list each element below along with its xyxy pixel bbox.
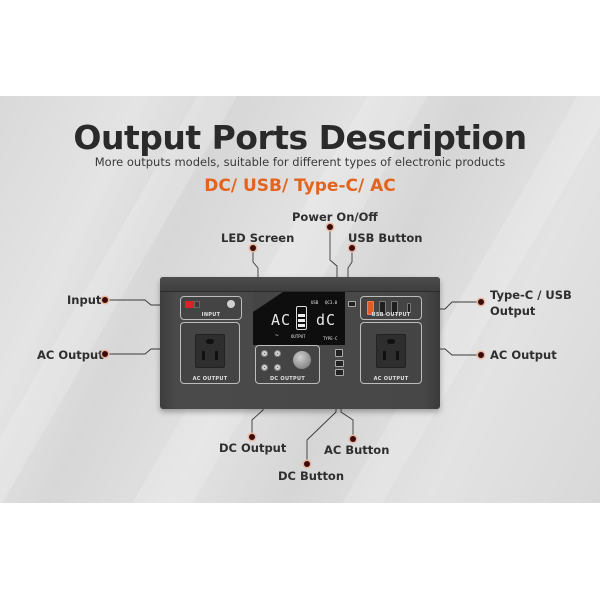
callout-led-screen: LED Screen — [221, 231, 295, 245]
anderson-port-black — [194, 301, 200, 308]
callout-dot — [349, 245, 355, 251]
ports-heading: DC/ USB/ Type-C/ AC — [204, 176, 396, 196]
dc-button[interactable] — [335, 360, 344, 367]
callout-dot — [304, 461, 310, 467]
ac-output-panel-left: AC OUTPUT — [180, 322, 240, 384]
usb-output-panel: USB OUTPUT — [360, 296, 422, 320]
callout-ac-button: AC Button — [324, 443, 390, 457]
lcd-usb-label: USB — [311, 300, 319, 305]
dc-port — [261, 364, 268, 371]
dc-port — [274, 364, 281, 371]
callout-dot — [102, 351, 108, 357]
callout-typec-usb: Type-C / USB — [490, 288, 572, 302]
anderson-port-red — [185, 301, 194, 308]
callout-dot — [250, 245, 256, 251]
cigarette-lighter-port — [293, 351, 311, 369]
ac-output-panel-right: AC OUTPUT — [360, 322, 422, 384]
lcd-ac-symbol: ~ — [275, 332, 279, 339]
dc-output-panel: DC OUTPUT — [255, 345, 320, 384]
usb-port — [391, 301, 398, 315]
lcd-dc-text: dC — [316, 311, 337, 329]
callout-dot — [327, 224, 333, 230]
callout-dc-output: DC Output — [219, 441, 287, 455]
callout-input: Input — [67, 293, 102, 307]
usb-port — [379, 301, 386, 315]
usb-output-label: USB OUTPUT — [371, 312, 411, 318]
usb-button[interactable] — [348, 301, 356, 307]
power-button[interactable] — [335, 349, 343, 357]
callout-ac-output-right: AC Output — [490, 348, 557, 362]
dc-output-label: DC OUTPUT — [269, 376, 306, 382]
dc-port — [261, 350, 268, 357]
dc-input-port — [227, 300, 235, 308]
input-panel: INPUT — [180, 296, 242, 320]
callout-power: Power On/Off — [292, 210, 378, 224]
input-panel-label: INPUT — [201, 312, 221, 318]
callout-typec-usb-2: Output — [490, 304, 536, 318]
ac-left-label: AC OUTPUT — [192, 376, 228, 382]
callout-dot — [102, 297, 108, 303]
device-top-edge — [160, 277, 440, 292]
lcd-typec-label: TYPE-C — [323, 336, 338, 341]
callout-usb-button: USB Button — [348, 231, 423, 245]
ac-socket — [195, 334, 225, 368]
dc-port — [274, 350, 281, 357]
lcd-battery-icon — [296, 306, 307, 330]
usb-qc-port — [367, 301, 374, 315]
ac-socket — [376, 334, 406, 368]
callout-dot — [249, 434, 255, 440]
lcd-qc-label: QC3.0 — [325, 300, 338, 305]
page-subtitle: More outputs models, suitable for differ… — [94, 155, 506, 169]
type-c-port — [407, 303, 411, 313]
callout-dot — [350, 436, 356, 442]
callout-dot — [478, 352, 484, 358]
lcd-ac-text: AC — [271, 311, 292, 329]
power-station-device: INPUT AC OUTPUT AC dC USB QC3.0 TYPE-C O… — [160, 277, 440, 409]
callout-dc-button: DC Button — [278, 469, 345, 483]
ac-right-label: AC OUTPUT — [373, 376, 409, 382]
lcd-output-label: OUTPUT — [291, 334, 306, 339]
callout-dot — [478, 299, 484, 305]
led-screen: AC dC USB QC3.0 TYPE-C OUTPUT ~ — [253, 292, 345, 345]
ac-button[interactable] — [335, 369, 344, 376]
callout-ac-output-left: AC Output — [37, 348, 104, 362]
page-title: Output Ports Description — [73, 118, 527, 157]
